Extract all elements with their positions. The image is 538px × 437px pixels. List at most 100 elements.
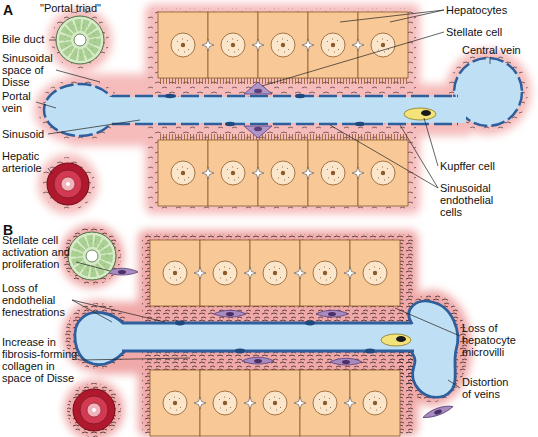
callout-label: Bile duct: [2, 33, 62, 45]
space-of-disse-halo-part: [64, 380, 124, 437]
hepatocyte-row-part: [194, 267, 206, 279]
hepatocyte-row-part: [158, 140, 208, 206]
hepatocyte-row-part: [150, 240, 200, 306]
kupffer-cell: [404, 108, 436, 120]
stellate-cell-part: [244, 82, 272, 94]
hepatocyte-row-part: [200, 240, 250, 306]
hepatocyte-row-part: [158, 134, 408, 140]
hepatocyte-row: [158, 134, 408, 206]
hepatocyte-row-part: [294, 267, 306, 279]
leader-lines-part: [390, 10, 444, 22]
stellate-cell-part: [214, 310, 246, 317]
hepatocyte-row-part: [208, 140, 258, 206]
hepatocyte-row-part: [252, 39, 264, 51]
sinusoid-vessels: [75, 301, 458, 397]
collagen: [38, 8, 528, 211]
callout-label: Hepatocytes: [446, 4, 536, 16]
hepatocyte-row-part: [200, 370, 250, 436]
hepatocyte-row-part: [250, 240, 300, 306]
stellate-cell-part: [422, 403, 454, 420]
hepatocyte-row: [150, 370, 400, 436]
leader-lines: [72, 262, 460, 388]
hepatocyte-row-part: [208, 12, 258, 78]
stellate-cell-part: [244, 126, 272, 138]
callout-label: Sinusoid: [2, 128, 52, 140]
hepatocyte-row-part: [150, 370, 200, 436]
leader-lines-part: [36, 102, 56, 108]
hepatocyte-row: [158, 12, 408, 84]
callout-label: Central vein: [462, 44, 536, 56]
hepatocyte-row-part: [202, 167, 214, 179]
hepatocyte-row-part: [302, 167, 314, 179]
hepatocyte-row-part: [158, 12, 208, 78]
sinusoid-vessels-part: [122, 350, 414, 353]
space-of-disse-halo-part: [48, 8, 112, 72]
panel-letter: A: [3, 2, 23, 18]
hepatocyte-row-part: [294, 397, 306, 409]
hepatocyte-row-part: [258, 140, 308, 206]
hepatocyte-row-part: [300, 370, 350, 436]
kupffer-cell-part: [381, 334, 411, 346]
stellate-cell: [244, 82, 272, 138]
collagen-part: [67, 383, 121, 437]
hepatocyte-row-part: [308, 140, 358, 206]
sinusoid-vessels: [44, 58, 522, 136]
sinusoid-vessels-part: [112, 123, 458, 126]
sinusoid-vessels-part: [295, 94, 305, 98]
collagen-part: [63, 227, 121, 285]
panel-b: [60, 224, 472, 437]
hepatic-arteriole: [47, 163, 89, 205]
leader-lines-part: [56, 70, 100, 82]
stellate-cell-part: [242, 357, 274, 364]
hepatocyte-row-part: [258, 12, 308, 78]
hepatocyte-row-part: [344, 397, 356, 409]
hepatocyte-row-part: [344, 267, 356, 279]
callout-label: Loss of endothelial fenestrations: [2, 282, 74, 318]
hepatocyte-row-part: [308, 12, 358, 78]
leader-lines-part: [49, 40, 56, 41]
sinusoid-vessels-part: [100, 97, 466, 123]
sinusoid-vessels-part: [355, 122, 365, 126]
hepatic-arteriole: [73, 389, 115, 431]
callout-label: Sinusoidal space of Disse: [2, 52, 58, 88]
callout-label: Portal vein: [2, 90, 42, 114]
hepatocyte-row-part: [300, 240, 350, 306]
hepatocyte-row-part: [244, 267, 256, 279]
hepatocyte-row-part: [194, 397, 206, 409]
leader-lines: [36, 10, 490, 188]
callout-label: Increase in fibrosis-forming collagen in…: [2, 336, 78, 384]
leader-lines-part: [72, 300, 165, 322]
leader-lines-part: [490, 57, 491, 64]
sinusoid-vessels-part: [175, 321, 185, 326]
hepatocyte-row-part: [358, 140, 408, 206]
hepatocyte-row-part: [202, 39, 214, 51]
leader-lines-part: [424, 118, 438, 166]
callout-label: Stellate cell: [446, 26, 536, 38]
kupffer-cell-part: [421, 110, 431, 116]
hepatocyte-row: [150, 240, 400, 306]
stellate-cell-part: [330, 358, 362, 365]
kupffer-cell: [381, 334, 411, 346]
leader-lines-part: [400, 125, 438, 188]
collagen-part: [51, 11, 109, 69]
hepatocyte-row-part: [352, 39, 364, 51]
sinusoid-vessels-part: [165, 94, 175, 98]
leader-lines-part: [48, 120, 140, 134]
kupffer-cell-part: [396, 336, 406, 342]
hepatocyte-row-part: [350, 240, 400, 306]
leader-lines-part: [448, 380, 460, 388]
leader-lines-part: [340, 10, 444, 22]
leader-lines-part: [262, 32, 444, 86]
bile-duct: [68, 232, 116, 280]
sinusoid-vessels-part: [365, 349, 375, 354]
leader-lines-part: [48, 168, 52, 174]
hepatocyte-row-part: [350, 370, 400, 436]
callout-label: Stellate cell activation and proliferati…: [2, 234, 76, 270]
sinusoid-vessels-part: [122, 322, 412, 325]
kupffer-cell-part: [404, 108, 436, 120]
callout-label: Loss of hepatocyte microvilli: [462, 322, 522, 358]
leader-lines-part: [76, 262, 110, 271]
space-of-disse-halo: [60, 224, 472, 437]
hepatocyte-row-part: [302, 39, 314, 51]
space-of-disse-halo-part: [38, 154, 98, 214]
